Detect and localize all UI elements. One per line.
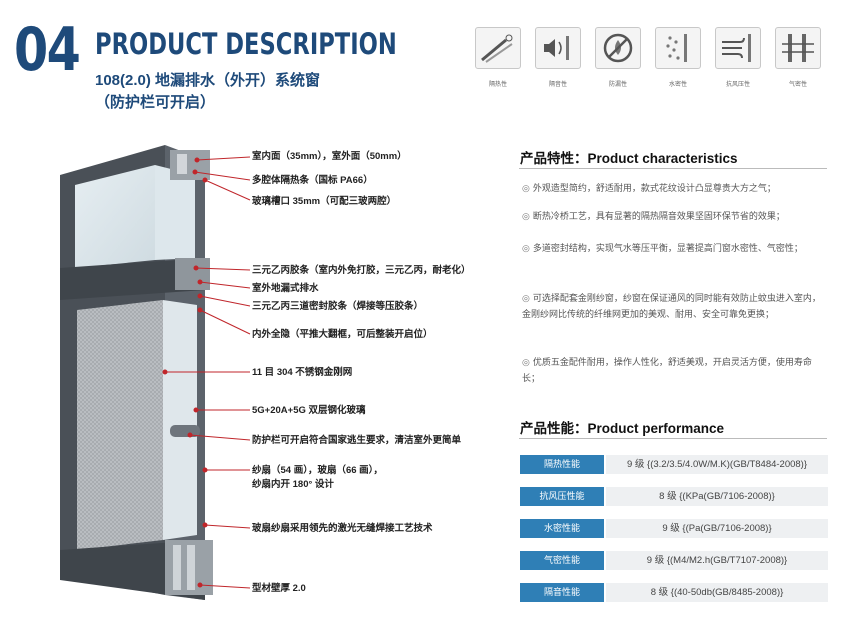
callout-triple-seal: 三元乙丙三道密封胶条（焊接等压胶条） — [252, 301, 424, 312]
characteristics-rule — [519, 168, 827, 169]
product-note: （防护栏可开启） — [95, 94, 216, 111]
performance-row: 抗风压性能 8 级 {(KPa(GB/7106-2008)} — [520, 487, 828, 506]
feature-air-tightness: 气密性 — [772, 27, 824, 88]
heat-insulation-icon — [475, 27, 521, 69]
product-name: 108(2.0) 地漏排水（外开）系统窗 — [95, 72, 321, 89]
performance-value: 9 级 {(3.2/3.5/4.0W/M.K)(GB/T8484-2008)} — [606, 455, 828, 474]
performance-value: 8 级 {(KPa(GB/7106-2008)} — [606, 487, 828, 506]
bullet-icon: ◎ — [522, 243, 530, 253]
performance-rule — [519, 438, 827, 439]
performance-value: 8 级 {(40-50db(GB/8485-2008)} — [606, 583, 828, 602]
performance-label: 隔音性能 — [520, 583, 604, 602]
callout-laser-weld: 玻扇纱扇采用领先的激光无缝焊接工艺技术 — [252, 523, 433, 534]
feature-anti-leak: 防漏性 — [592, 27, 644, 88]
icon-label: 防漏性 — [608, 82, 627, 88]
callout-epdm-strip: 三元乙丙胶条（室内外免打胶，三元乙丙，耐老化） — [252, 265, 471, 276]
icon-label: 水密性 — [668, 82, 687, 88]
performance-label: 隔热性能 — [520, 455, 604, 474]
callout-face-width: 室内面（35mm），室外面（50mm） — [252, 151, 407, 162]
characteristic-item: ◎断热冷桥工艺，具有显著的隔热隔音效果坚固环保节省的效果； — [522, 208, 827, 224]
characteristic-text: 多道密封结构，实现气水等压平衡，显著提高门窗水密性、气密性； — [532, 243, 803, 253]
feature-heat-insulation: 隔热性 — [472, 27, 524, 88]
characteristics-title: 产品特性：Product characteristics — [520, 151, 738, 166]
page-title: PRODUCT DESCRIPTION — [95, 27, 397, 61]
icon-label: 气密性 — [788, 82, 807, 88]
air-tightness-icon — [775, 27, 821, 69]
performance-row: 隔热性能 9 级 {(3.2/3.5/4.0W/M.K)(GB/T8484-20… — [520, 455, 828, 474]
callout-sash-open: 纱扇内开 180° 设计 — [252, 479, 334, 490]
callout-sash-size: 纱扇（54 画），玻扇（66 画）， — [252, 465, 383, 476]
characteristic-text: 可选择配套金刚纱窗，纱窗在保证通风的同时能有效防止蚊虫进入室内，金刚纱网比传统的… — [522, 293, 821, 319]
feature-wind-pressure: 抗风压性 — [712, 27, 764, 88]
anti-leak-icon — [595, 27, 641, 69]
icon-label: 隔热性 — [488, 82, 507, 88]
performance-title: 产品性能：Product performance — [520, 421, 725, 436]
characteristic-item: ◎可选择配套金刚纱窗，纱窗在保证通风的同时能有效防止蚊虫进入室内，金刚纱网比传统… — [522, 290, 827, 322]
bullet-icon: ◎ — [522, 211, 530, 221]
feature-water-tightness: 水密性 — [652, 27, 704, 88]
bullet-icon: ◎ — [522, 293, 530, 303]
performance-value: 9 级 {(M4/M2.h(GB/T7107-2008)} — [606, 551, 828, 570]
callout-wall-thickness: 型材壁厚 2.0 — [252, 583, 306, 594]
performance-label: 气密性能 — [520, 551, 604, 570]
bullet-icon: ◎ — [522, 357, 530, 367]
sound-insulation-icon — [535, 27, 581, 69]
icon-label: 抗风压性 — [725, 82, 750, 88]
performance-value: 9 级 {(Pa(GB/7106-2008)} — [606, 519, 828, 538]
callout-thermal-strip: 多腔体隔热条（国标 PA66） — [252, 175, 373, 186]
performance-row: 气密性能 9 级 {(M4/M2.h(GB/T7107-2008)} — [520, 551, 828, 570]
performance-row: 隔音性能 8 级 {(40-50db(GB/8485-2008)} — [520, 583, 828, 602]
characteristic-item: ◎多道密封结构，实现气水等压平衡，显著提高门窗水密性、气密性； — [522, 240, 827, 256]
characteristic-text: 断热冷桥工艺，具有显著的隔热隔音效果坚固环保节省的效果； — [532, 211, 785, 221]
window-section-illustration — [55, 140, 250, 610]
section-number: 04 — [14, 15, 81, 85]
performance-row: 水密性能 9 级 {(Pa(GB/7106-2008)} — [520, 519, 828, 538]
performance-label: 抗风压性能 — [520, 487, 604, 506]
callout-steel-mesh: 11 目 304 不锈钢金刚网 — [252, 367, 353, 378]
callout-concealed: 内外全隐（平推大翻框，可后整装开启位） — [252, 329, 433, 340]
feature-icons: 隔热性 隔音性 防漏性 水密性 抗风压性 气密性 — [472, 27, 832, 93]
water-tightness-icon — [655, 27, 701, 69]
callout-glass-spec: 5G+20A+5G 双层钢化玻璃 — [252, 405, 366, 416]
callout-drainage: 室外地漏式排水 — [252, 283, 319, 294]
feature-sound-insulation: 隔音性 — [532, 27, 584, 88]
callout-glass-slot: 玻璃槽口 35mm（可配三玻两腔） — [252, 196, 397, 207]
characteristic-item: ◎外观造型简约，舒适耐用，款式花纹设计凸显尊贵大方之气； — [522, 180, 827, 196]
icon-label: 隔音性 — [548, 82, 567, 88]
performance-label: 水密性能 — [520, 519, 604, 538]
characteristic-item: ◎优质五金配件耐用，操作人性化，舒适美观，开启灵活方便，使用寿命长； — [522, 354, 827, 386]
callout-guardrail: 防护栏可开启符合国家逃生要求，清洁室外更简单 — [252, 435, 462, 446]
bullet-icon: ◎ — [522, 183, 530, 193]
characteristic-text: 优质五金配件耐用，操作人性化，舒适美观，开启灵活方便，使用寿命长； — [522, 357, 812, 383]
characteristic-text: 外观造型简约，舒适耐用，款式花纹设计凸显尊贵大方之气； — [532, 183, 776, 193]
wind-pressure-icon — [715, 27, 761, 69]
